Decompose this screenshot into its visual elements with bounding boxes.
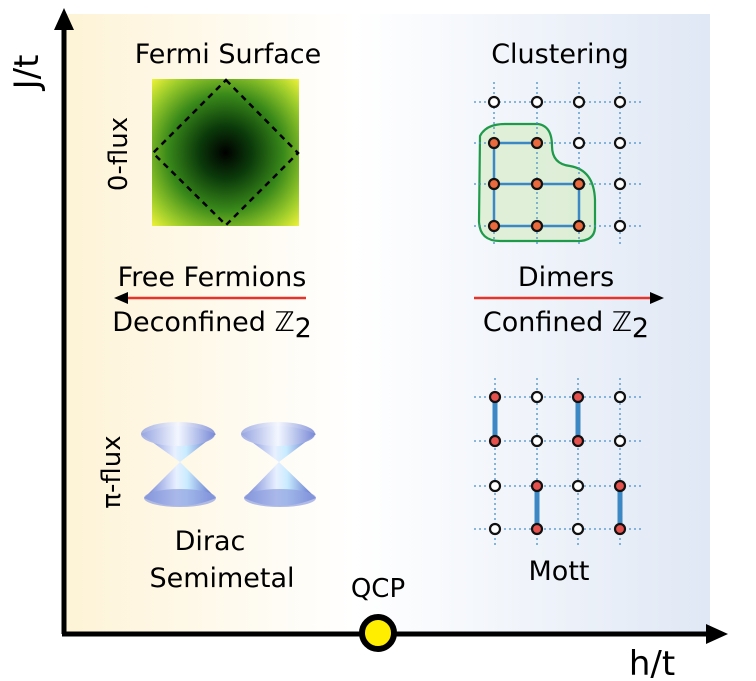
mott-title: Mott [529, 556, 590, 587]
site [613, 136, 627, 150]
site [487, 95, 501, 109]
pi-flux-label: π-flux [97, 435, 127, 508]
dirac-cone-right [241, 422, 316, 507]
clustering-sites [487, 95, 627, 233]
deconfined-subscript: 2 [295, 313, 312, 344]
site-occupied [530, 522, 544, 536]
site [530, 95, 544, 109]
site-occupied [572, 177, 586, 191]
dimers-label: Dimers [518, 262, 614, 293]
site-occupied [488, 390, 502, 404]
qcp-marker: QCP [351, 574, 405, 652]
mott-panel: Mott [474, 378, 642, 587]
deconfined-label: Deconfined ℤ2 [112, 307, 312, 344]
confined-label: Confined ℤ2 [483, 307, 649, 344]
right-arrowhead [650, 292, 664, 304]
confined-subscript: 2 [632, 313, 649, 344]
fermi-surface-image [152, 79, 299, 226]
site [571, 479, 585, 493]
x-axis-arrowhead [706, 624, 728, 644]
site [488, 479, 502, 493]
left-phase-arrow-group: Free Fermions Deconfined ℤ2 [112, 262, 312, 344]
y-axis-arrowhead [54, 8, 74, 30]
dirac-title-line1: Dirac [175, 526, 246, 557]
y-axis-label: J/t [7, 55, 47, 92]
site [613, 95, 627, 109]
left-arrowhead [114, 292, 128, 304]
fermi-surface-title: Fermi Surface [135, 39, 322, 70]
x-axis-label: h/t [629, 644, 675, 681]
site-occupied [488, 434, 502, 448]
site-occupied [487, 177, 501, 191]
fermi-surface-panel: Fermi Surface 0-flux [104, 39, 322, 227]
site-occupied [530, 177, 544, 191]
dirac-cone-left [141, 422, 216, 507]
qcp-point [359, 614, 397, 652]
mott-sites [488, 390, 627, 536]
site [613, 177, 627, 191]
site-occupied [530, 479, 544, 493]
right-phase-arrow-group: Dimers Confined ℤ2 [474, 262, 664, 344]
site [572, 136, 586, 150]
site-occupied [530, 136, 544, 150]
site [530, 434, 544, 448]
clustering-panel: Clustering [474, 39, 642, 246]
site [613, 434, 627, 448]
site [530, 390, 544, 404]
site-occupied [530, 219, 544, 233]
dirac-title-line2: Semimetal [149, 563, 294, 594]
site [613, 219, 627, 233]
site-occupied [613, 522, 627, 536]
site [488, 522, 502, 536]
site [613, 390, 627, 404]
site [572, 95, 586, 109]
site-occupied [572, 219, 586, 233]
free-fermions-label: Free Fermions [118, 262, 307, 293]
dirac-semimetal-panel: π-flux Dirac Semimetal [97, 422, 316, 594]
site-occupied [613, 479, 627, 493]
clustering-title: Clustering [491, 39, 629, 70]
fermi-surface-diamond [151, 78, 300, 227]
site-occupied [571, 390, 585, 404]
qcp-label: QCP [351, 574, 405, 604]
zero-flux-label: 0-flux [104, 117, 134, 191]
site-occupied [571, 434, 585, 448]
mott-dimers [492, 397, 623, 529]
site-occupied [487, 219, 501, 233]
site-occupied [487, 136, 501, 150]
site [571, 522, 585, 536]
